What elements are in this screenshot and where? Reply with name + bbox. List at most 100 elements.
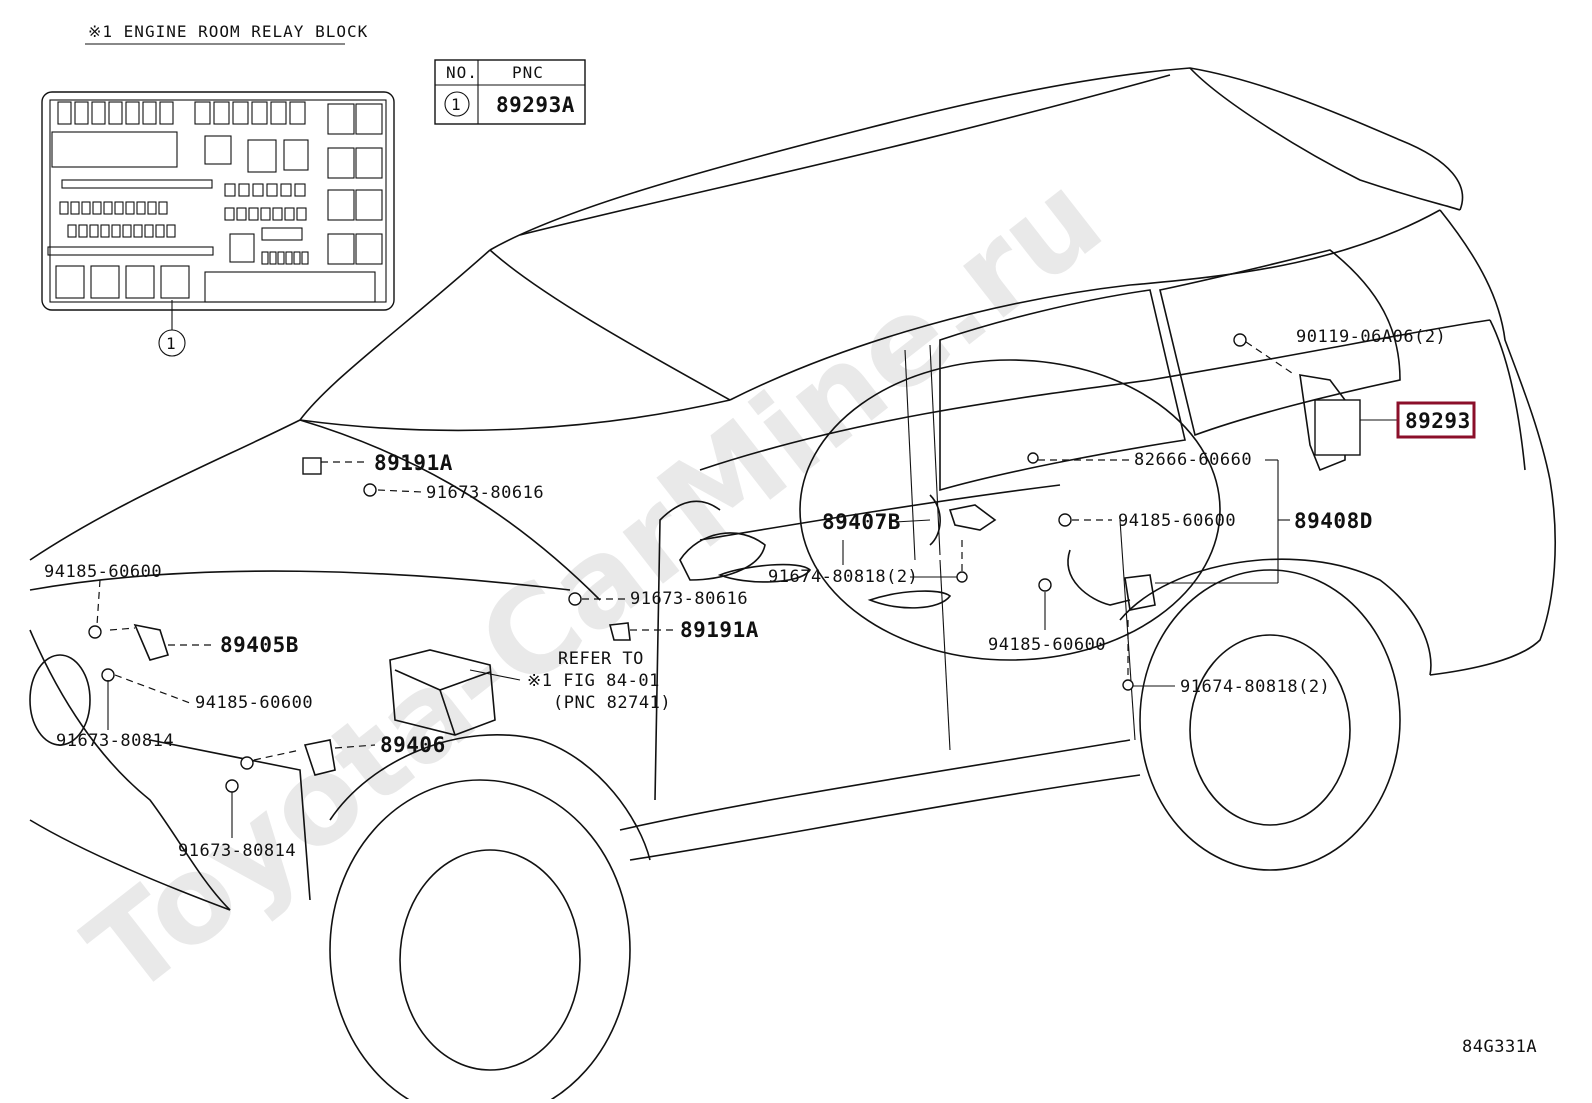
- relay-cell: [125, 265, 155, 299]
- relay-cell: [91, 101, 106, 125]
- pnc-table-row-pnc[interactable]: 89293A: [496, 93, 575, 117]
- relay-cell: [355, 103, 383, 135]
- relay-cell: [204, 271, 376, 303]
- relay-cell: [301, 251, 309, 265]
- part-89293-module[interactable]: [1314, 399, 1361, 456]
- pnc-table: NO. PNC 1 89293A: [434, 59, 586, 125]
- relay-cell: [90, 265, 120, 299]
- label-89191a-mid[interactable]: 89191A: [680, 618, 759, 642]
- components: [88, 333, 1361, 793]
- leader-lines: [96, 341, 1398, 838]
- relay-cell: [122, 224, 132, 238]
- relay-cells: [47, 101, 383, 303]
- pnc-table-header-no: NO.: [446, 63, 478, 82]
- relay-cell: [103, 201, 113, 215]
- relay-cell: [108, 101, 123, 125]
- relay-cell: [61, 179, 213, 189]
- relay-cell: [284, 207, 295, 221]
- relay-cell: [142, 101, 157, 125]
- label-89405b[interactable]: 89405B: [220, 633, 299, 657]
- relay-cell: [355, 147, 383, 179]
- relay-cell: [283, 139, 309, 171]
- label-94185-60600-left[interactable]: 94185-60600: [44, 562, 162, 582]
- relay-cell: [78, 224, 88, 238]
- relay-cell: [261, 227, 303, 241]
- relay-cell: [166, 224, 176, 238]
- relay-cell: [89, 224, 99, 238]
- refer-line-2[interactable]: ※1 FIG 84-01: [527, 671, 660, 691]
- vehicle-outline: [29, 67, 1556, 1103]
- relay-cell: [327, 147, 355, 179]
- label-94185-60600-lower[interactable]: 94185-60600: [988, 635, 1106, 655]
- relay-cell: [51, 131, 178, 168]
- label-89406[interactable]: 89406: [380, 733, 446, 757]
- relay-cell: [194, 101, 211, 125]
- relay-cell: [111, 224, 121, 238]
- part-89191a-top[interactable]: [302, 457, 322, 475]
- relay-cell: [261, 251, 269, 265]
- label-91674-80818-mid[interactable]: 91674-80818(2): [768, 567, 918, 587]
- pnc-table-header-pnc: PNC: [512, 63, 544, 82]
- relay-cell: [247, 139, 277, 173]
- relay-cell: [100, 224, 110, 238]
- relay-cell: [67, 224, 77, 238]
- relay-cell: [327, 103, 355, 135]
- refer-line-1: REFER TO: [558, 649, 644, 669]
- relay-cell: [59, 201, 69, 215]
- refer-line-3: (PNC 82741): [553, 693, 671, 713]
- relay-cell: [296, 207, 307, 221]
- relay-cell: [213, 101, 230, 125]
- relay-cell: [269, 251, 277, 265]
- relay-cell: [224, 207, 235, 221]
- relay-block-inset: ※1 ENGINE ROOM RELAY BLOCK 1: [41, 22, 395, 357]
- label-89407b[interactable]: 89407B: [822, 510, 901, 534]
- relay-cell: [277, 251, 285, 265]
- label-89408d[interactable]: 89408D: [1294, 509, 1373, 533]
- label-94185-60600-mid[interactable]: 94185-60600: [195, 693, 313, 713]
- relay-cell: [266, 183, 278, 197]
- relay-cell: [293, 251, 301, 265]
- highlight-box-89293[interactable]: [1396, 401, 1476, 439]
- label-94185-60600-right[interactable]: 94185-60600: [1118, 511, 1236, 531]
- relay-cell: [280, 183, 292, 197]
- relay-cell: [204, 135, 232, 165]
- label-82666-60660[interactable]: 82666-60660: [1134, 450, 1252, 470]
- figure-id: 84G331A: [1462, 1037, 1537, 1057]
- relay-cell: [144, 224, 154, 238]
- relay-cell: [289, 101, 306, 125]
- relay-block-title: ※1 ENGINE ROOM RELAY BLOCK: [88, 22, 368, 41]
- label-89293[interactable]: 89293: [1405, 409, 1471, 433]
- label-90119-06a06[interactable]: 90119-06A06(2): [1296, 327, 1446, 347]
- relay-cell: [252, 183, 264, 197]
- pnc-table-row-no: 1: [451, 95, 462, 114]
- relay-cell: [74, 101, 89, 125]
- label-91674-80818-right[interactable]: 91674-80818(2): [1180, 677, 1330, 697]
- relay-cell: [158, 201, 168, 215]
- relay-cell: [355, 189, 383, 221]
- label-89191a-top[interactable]: 89191A: [374, 451, 453, 475]
- label-91673-80814-left[interactable]: 91673-80814: [56, 731, 174, 751]
- label-91673-80814-bottom[interactable]: 91673-80814: [178, 841, 296, 861]
- relay-cell: [81, 201, 91, 215]
- relay-cell: [160, 265, 190, 299]
- relay-cell: [232, 101, 249, 125]
- label-91673-80616-top[interactable]: 91673-80616: [426, 483, 544, 503]
- relay-cell: [125, 101, 140, 125]
- part-labels: 89191A 91673-80616 94185-60600 89405B 94…: [44, 327, 1476, 861]
- relay-cell: [155, 224, 165, 238]
- relay-cell: [270, 101, 287, 125]
- relay-cell: [57, 101, 72, 125]
- relay-cell: [92, 201, 102, 215]
- relay-cell: [55, 265, 85, 299]
- relay-cell: [260, 207, 271, 221]
- label-91673-80616-mid[interactable]: 91673-80616: [630, 589, 748, 609]
- relay-cell: [229, 233, 255, 263]
- relay-cell: [47, 246, 214, 256]
- relay-cell: [159, 101, 174, 125]
- relay-cell: [224, 183, 236, 197]
- relay-cell: [238, 183, 250, 197]
- relay-cell: [248, 207, 259, 221]
- relay-cell: [355, 233, 383, 265]
- relay-cell: [327, 233, 355, 265]
